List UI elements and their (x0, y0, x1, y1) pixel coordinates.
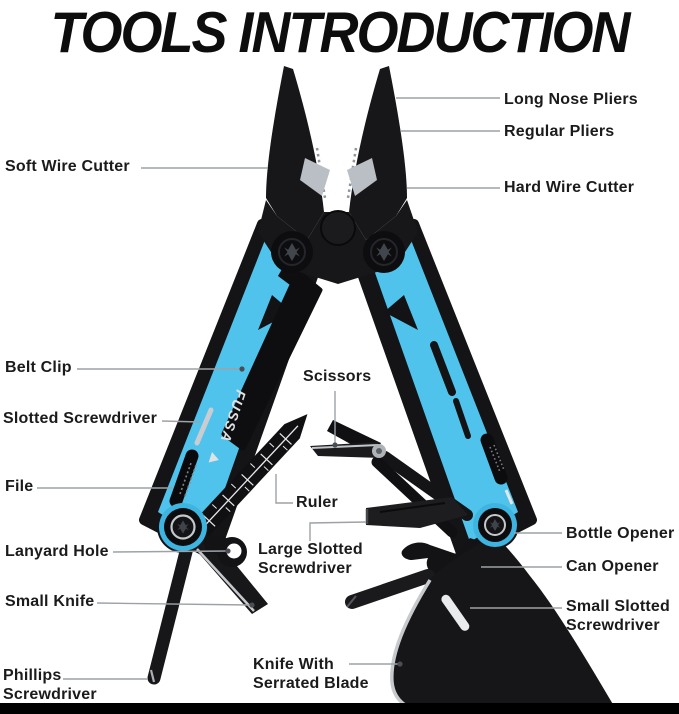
top-screw-right (363, 231, 405, 273)
pliers-head (258, 66, 418, 284)
label-slotted-screwdriver: Slotted Screwdriver (3, 410, 158, 427)
leader-small-knife (96, 602, 251, 606)
wire-cutter-left (300, 158, 330, 196)
label-lanyard-hole: Lanyard Hole (5, 543, 109, 560)
label-belt-clip: Belt Clip (5, 359, 72, 376)
file-texture-slot (480, 433, 508, 485)
label-hard-wire-cutter: Hard Wire Cutter (504, 179, 635, 196)
leader-lines (37, 97, 562, 680)
label-long-nose-pliers: Long Nose Pliers (504, 91, 638, 108)
label-regular-pliers: Regular Pliers (504, 123, 615, 140)
leader-dots (225, 366, 403, 667)
left-jaw (266, 66, 324, 240)
small-slotted-screwdriver-tool (345, 569, 435, 609)
right-pivot-screw (473, 503, 517, 547)
large-slotted-screwdriver-tool (365, 497, 468, 528)
wire-cutter-right (347, 158, 377, 196)
leader-ruler (275, 474, 293, 504)
label-soft-wire-cutter: Soft Wire Cutter (5, 158, 130, 175)
label-small-slotted-screwdriver: Small Slotted Screwdriver (566, 598, 670, 634)
label-phillips-screwdriver: Phillips Screwdriver (3, 667, 97, 703)
brand-triangle-icon (208, 452, 219, 463)
top-screw-left (271, 231, 313, 273)
ruler-tool (188, 414, 308, 541)
file-part (169, 449, 199, 508)
leader-slotted-screwdriver (161, 420, 201, 423)
page-title: TOOLS INTRODUCTION (50, 1, 631, 65)
label-file: File (5, 478, 34, 495)
label-can-opener: Can Opener (566, 558, 659, 575)
leader-large-slotted-screwdriver (309, 521, 367, 541)
leader-lanyard-hole (112, 550, 229, 553)
label-bottle-opener: Bottle Opener (566, 525, 675, 542)
bottom-black-bar (0, 703, 679, 714)
label-small-knife: Small Knife (5, 593, 95, 610)
slotted-screwdriver-part (194, 407, 214, 446)
phillips-screwdriver-tool (147, 529, 197, 685)
right-jaw (349, 66, 407, 240)
label-large-slotted-screwdriver: Large Slotted Screwdriver (258, 541, 363, 577)
label-scissors: Scissors (303, 368, 372, 385)
label-knife-serrated-blade: Knife With Serrated Blade (253, 656, 369, 692)
left-pivot-screw (159, 503, 207, 551)
label-ruler: Ruler (296, 494, 338, 511)
